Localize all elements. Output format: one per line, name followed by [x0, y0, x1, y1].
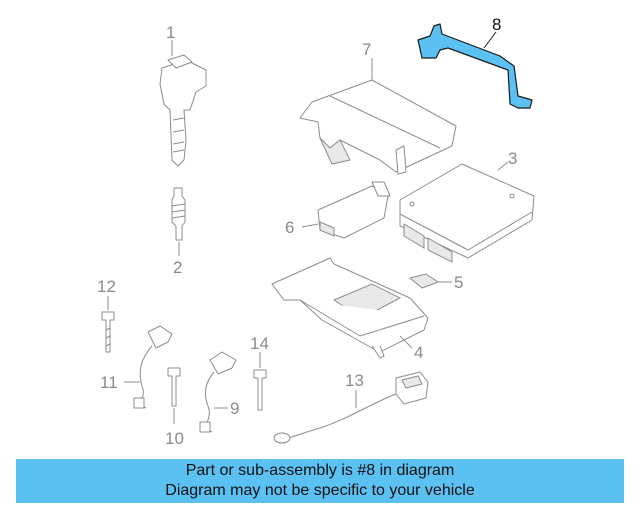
callout-12: 12	[97, 277, 116, 296]
info-banner: Part or sub-assembly is #8 in diagram Di…	[16, 459, 624, 503]
callout-3: 3	[508, 149, 517, 168]
callout-9: 9	[230, 399, 239, 418]
part-7-ecm-cover[interactable]	[299, 58, 457, 175]
callout-2: 2	[173, 258, 182, 277]
parts-diagram: 1 2 7 8 3 6	[97, 15, 535, 448]
callout-13: 13	[345, 371, 364, 390]
callout-11: 11	[100, 373, 118, 392]
part-8-bracket-highlighted[interactable]	[417, 23, 533, 109]
banner-line-part-number: Part or sub-assembly is #8 in diagram	[185, 462, 455, 479]
callout-5: 5	[454, 273, 463, 292]
callout-14: 14	[250, 334, 269, 353]
part-3-ecm-module[interactable]	[399, 161, 535, 263]
part-2-spark-plug[interactable]	[171, 187, 186, 256]
part-13-harness-connector[interactable]	[273, 371, 429, 444]
part-4-mounting-tray[interactable]	[271, 257, 429, 359]
callout-6: 6	[285, 218, 294, 237]
banner-line-disclaimer: Diagram may not be specific to your vehi…	[165, 482, 475, 499]
part-10-bolt[interactable]	[167, 367, 181, 424]
callout-1: 1	[166, 23, 175, 42]
part-6-relay[interactable]	[301, 181, 391, 239]
callout-10: 10	[165, 429, 184, 448]
callout-7: 7	[362, 40, 371, 59]
part-12-bolt[interactable]	[101, 296, 115, 353]
part-14-bolt[interactable]	[253, 352, 267, 411]
part-1-ignition-coil[interactable]	[159, 40, 207, 167]
callout-4: 4	[414, 343, 423, 362]
part-9-sensor[interactable]	[199, 351, 237, 433]
callout-8: 8	[492, 15, 501, 34]
part-5-pad[interactable]	[408, 273, 452, 289]
part-11-sensor[interactable]	[124, 325, 173, 409]
